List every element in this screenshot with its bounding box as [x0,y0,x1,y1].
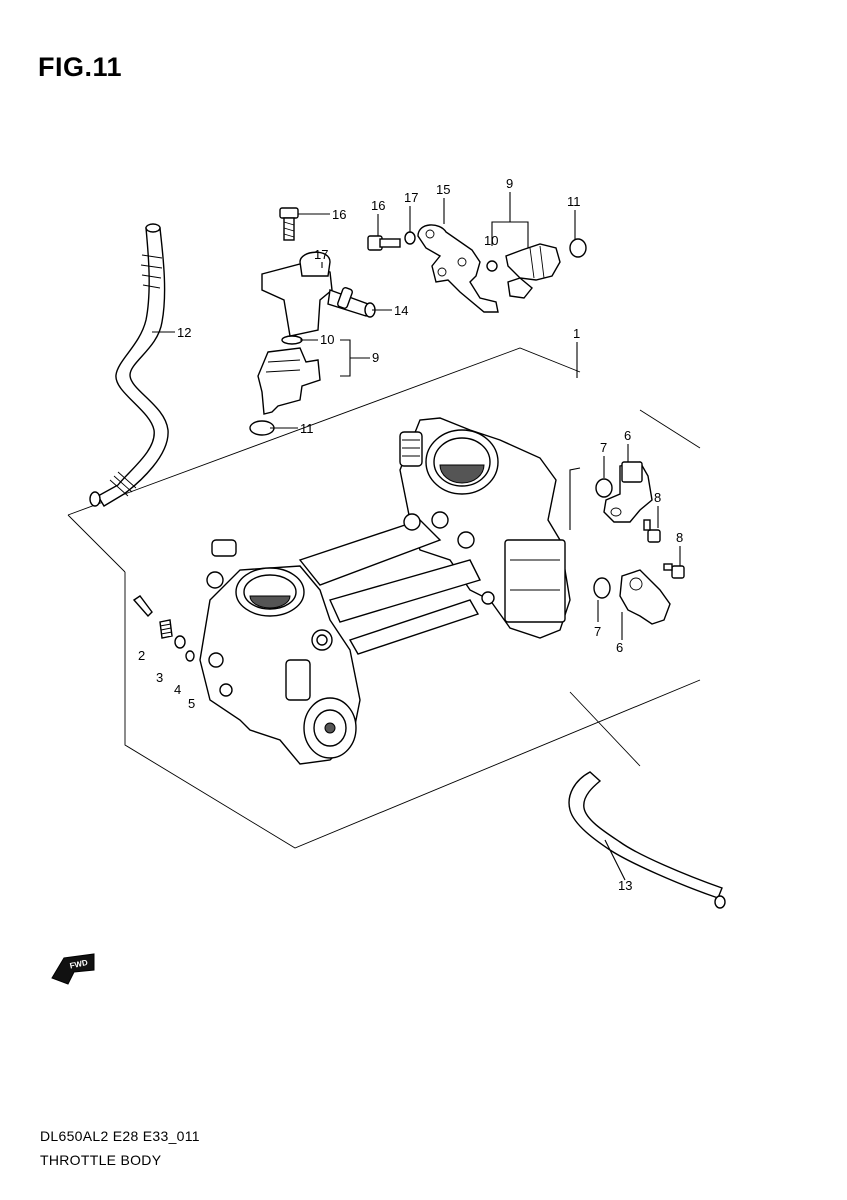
callout-3: 3 [156,670,163,685]
callout-9-left: 9 [372,350,379,365]
hose-13 [568,771,726,909]
figure-title: FIG.11 [38,52,123,82]
injector-left [249,347,321,436]
forward-arrow-icon: FWD [51,953,95,985]
callout-7-top: 7 [600,440,607,455]
callout-6-bottom: 6 [616,640,623,655]
upper-left-parts [261,207,376,345]
callout-16-top: 16 [332,207,346,222]
callout-1: 1 [573,326,580,341]
callout-7-bottom: 7 [594,624,601,639]
callout-10-left: 10 [320,332,334,347]
callout-12: 12 [177,325,191,340]
callout-6-top: 6 [624,428,631,443]
throttle-body [199,417,571,765]
sensor-parts [593,461,685,625]
callout-8-bottom: 8 [676,530,683,545]
callout-labels: 16 17 14 10 9 11 12 16 17 15 9 10 11 1 7… [138,176,683,893]
callout-10-right: 10 [484,233,498,248]
leader-lines [152,192,681,881]
callout-4: 4 [174,682,181,697]
callout-13: 13 [618,878,632,893]
forward-arrow-label: FWD [69,958,89,971]
callout-17-right: 17 [404,190,418,205]
upper-right-parts [367,224,587,313]
diagram-name: THROTTLE BODY [40,1152,162,1168]
idle-screw-parts [132,595,195,662]
callout-5: 5 [188,696,195,711]
diagram-code: DL650AL2 E28 E33_011 [40,1128,200,1144]
callout-17-left: 17 [314,247,328,262]
callout-9-right: 9 [506,176,513,191]
callout-8-top: 8 [654,490,661,505]
hose-12 [89,223,169,507]
callout-2: 2 [138,648,145,663]
callout-11-right: 11 [567,194,581,209]
callout-11-left: 11 [300,421,314,436]
callout-15: 15 [436,182,450,197]
assembly-outline [67,347,701,849]
callout-14: 14 [394,303,408,318]
callout-16-right: 16 [371,198,385,213]
